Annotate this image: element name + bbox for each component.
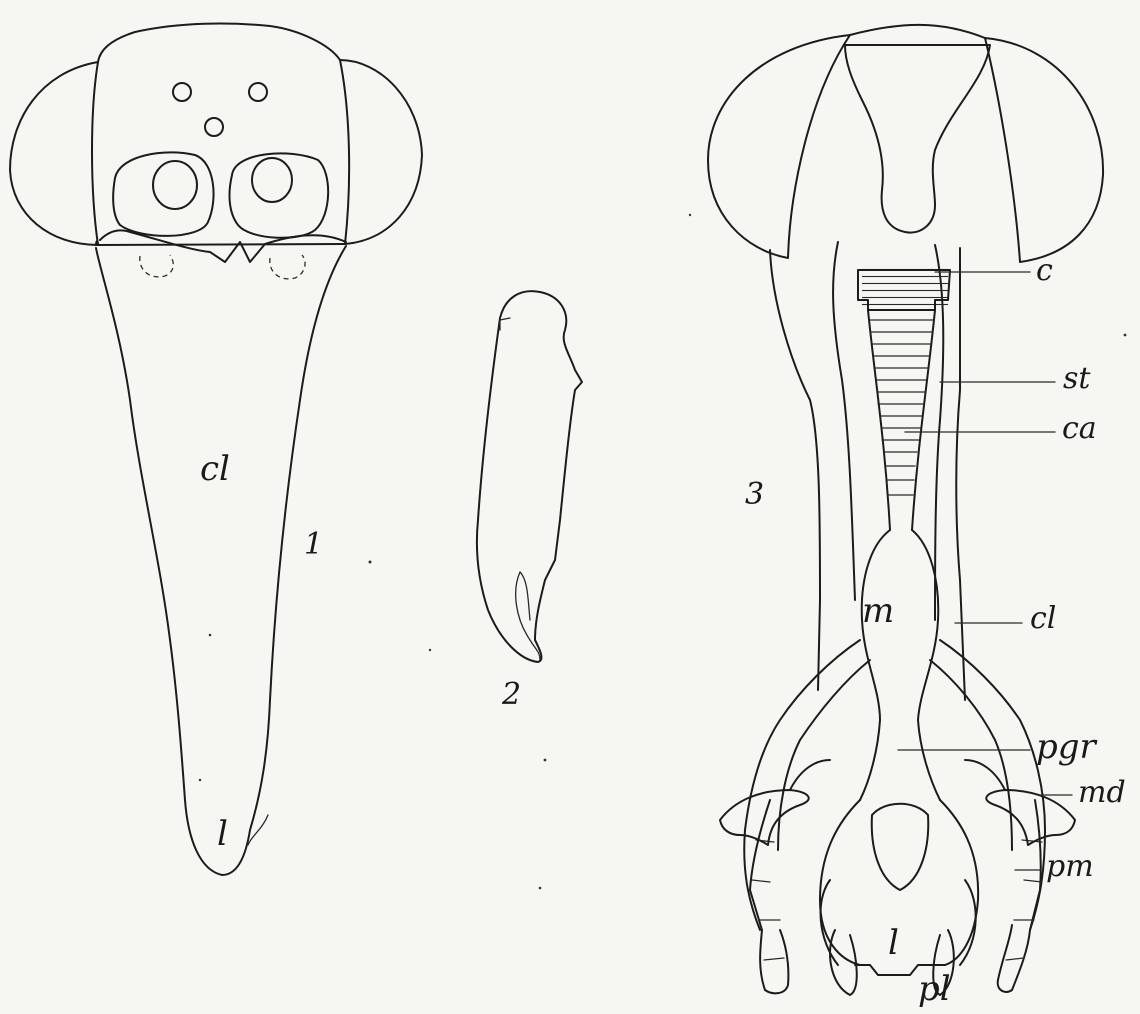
fig1-antennal-socket-right	[230, 153, 329, 237]
fig3-label-st: st	[1063, 364, 1090, 394]
fig1-number: 1	[304, 530, 323, 560]
fig1-right-eye	[340, 60, 422, 244]
fig1-head	[10, 24, 422, 279]
fig2-mandible	[477, 291, 582, 662]
fig3-label-pl: pl	[918, 972, 951, 1006]
fig3-label-pm: pm	[1046, 852, 1094, 882]
fig3-label-md: md	[1078, 778, 1126, 808]
engraving-specks	[199, 214, 1127, 890]
fig3-label-l: l	[888, 926, 899, 960]
fig1-label-labrum: l	[217, 817, 228, 851]
fig3-head	[708, 25, 1103, 700]
fig3-label-pgr: pgr	[1036, 730, 1096, 764]
fig3-mentum-and-labium	[820, 530, 978, 995]
fig3-number: 3	[745, 480, 764, 510]
fig3-left-eye	[708, 35, 850, 258]
fig3-label-c: c	[1036, 256, 1053, 286]
fig3-label-cl: cl	[1030, 604, 1056, 634]
fig1-label-clypeus: cl	[200, 452, 230, 486]
fig3-leader-lines	[898, 272, 1072, 870]
fig1-head-capsule	[98, 24, 340, 62]
fig1-ocellus-median	[205, 118, 223, 136]
fig1-ocellus-left	[173, 83, 191, 101]
fig2-number: 2	[502, 680, 521, 710]
fig1-left-eye	[10, 62, 98, 245]
fig1-ocellus-right	[249, 83, 267, 101]
fig3-label-ca: ca	[1062, 414, 1097, 444]
fig3-right-eye	[985, 38, 1103, 262]
fig3-label-m: m	[862, 594, 894, 628]
